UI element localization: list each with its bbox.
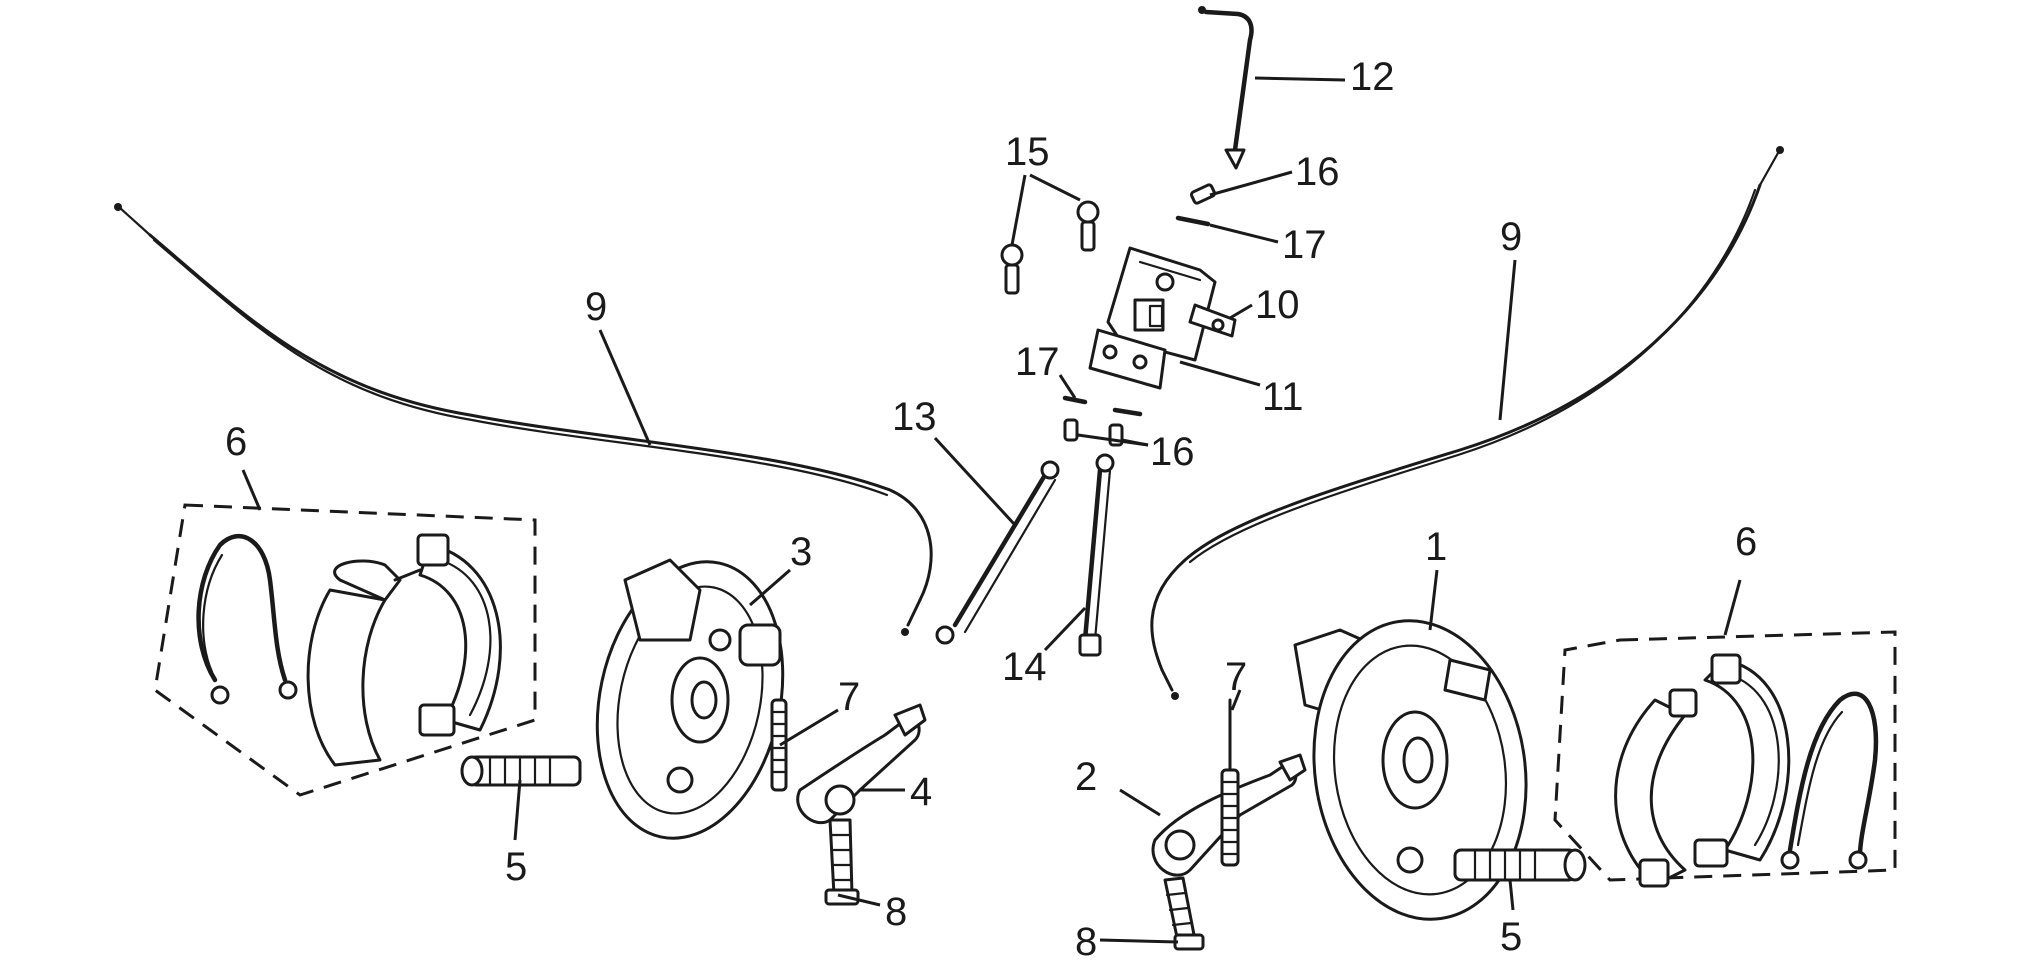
right-return-spring (1220, 698, 1240, 867)
callout-5-right: 5 (1500, 915, 1522, 959)
callout-13: 13 (892, 395, 937, 439)
left-adjust-bolt (824, 818, 860, 906)
left-brake-lever (796, 703, 927, 825)
callout-6-right: 6 (1735, 520, 1757, 564)
callout-labels: 1 2 3 4 5 5 6 6 7 7 8 8 9 9 10 11 12 13 … (225, 55, 1757, 964)
right-brake-shoe-kit (1553, 630, 1897, 888)
callout-15: 15 (1005, 130, 1050, 174)
leader-lines (241, 76, 1742, 944)
callout-11: 11 (1262, 375, 1304, 419)
rod-14 (1078, 453, 1115, 657)
callout-14: 14 (1002, 645, 1047, 689)
bolts-15 (1000, 200, 1100, 295)
callout-4: 4 (910, 770, 932, 814)
callout-16-bottom: 16 (1150, 430, 1195, 474)
callout-8-left: 8 (885, 890, 907, 934)
callout-5-left: 5 (505, 845, 527, 889)
rod-13 (935, 460, 1060, 645)
callout-10: 10 (1255, 283, 1300, 327)
right-adjust-bolt (1163, 876, 1205, 951)
left-return-spring (770, 698, 788, 792)
callout-6-left: 6 (225, 420, 247, 464)
center-cable-12 (1198, 6, 1254, 170)
callout-7-left: 7 (838, 675, 860, 719)
pins-17-bottom (1062, 395, 1143, 417)
left-brake-cable (114, 203, 933, 636)
callout-3: 3 (790, 530, 812, 574)
callout-17-bottom: 17 (1015, 340, 1060, 384)
plate-11 (1088, 328, 1167, 390)
right-brake-cable (1150, 146, 1784, 700)
callout-9-right: 9 (1500, 215, 1522, 259)
callout-12: 12 (1350, 55, 1395, 99)
callout-9-left: 9 (585, 285, 607, 329)
callout-16-top: 16 (1295, 150, 1340, 194)
clip-16-top (1189, 183, 1217, 205)
right-pivot-pin (1453, 848, 1587, 882)
callout-1: 1 (1425, 525, 1447, 569)
left-backing-plate (595, 558, 785, 840)
callout-8-right: 8 (1075, 920, 1097, 964)
clips-16-bottom (1063, 418, 1124, 447)
left-pivot-pin (460, 755, 582, 787)
bracket-10 (1106, 246, 1237, 362)
callout-2: 2 (1075, 755, 1097, 799)
right-drum-assembly (1293, 619, 1528, 921)
pin-17-top (1175, 215, 1211, 227)
callout-17-top: 17 (1282, 223, 1327, 267)
left-brake-shoe-kit (153, 503, 537, 797)
callout-7-right: 7 (1225, 655, 1247, 699)
